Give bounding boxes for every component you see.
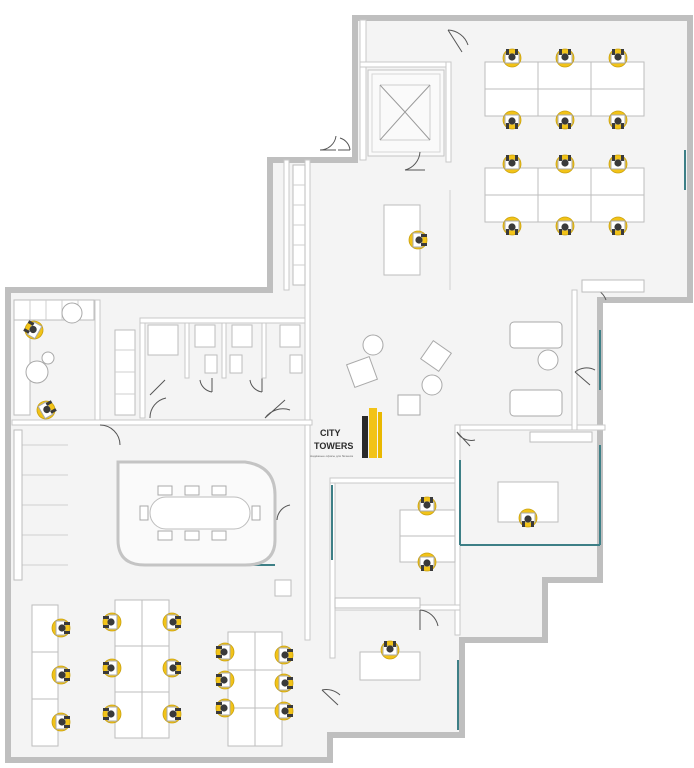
seated-person [555,48,575,68]
logo-line2: TOWERS [314,441,353,451]
seated-person [51,618,71,638]
seated-person [555,154,575,174]
floor-outline [5,15,693,763]
seated-person [215,670,235,690]
seated-person [51,665,71,685]
logo-bar-light [378,412,382,458]
pillar [274,579,292,597]
meeting-room [116,460,277,567]
seated-person [608,48,628,68]
seated-person [36,400,57,420]
seated-person [417,552,437,572]
logo-bar-yellow [369,408,377,458]
stair-block [367,69,445,157]
seated-person [23,320,44,340]
seated-person [162,704,182,724]
kitchen-area [13,299,95,416]
seated-person [274,645,294,665]
seated-person [102,704,122,724]
seated-person [555,110,575,130]
seated-person [608,110,628,130]
seated-person [274,673,294,693]
seated-person [502,110,522,130]
seated-person [408,230,428,250]
seated-person [380,640,400,660]
seated-person [274,701,294,721]
people [23,48,628,732]
lounge [334,279,645,609]
seated-person [102,658,122,678]
city-towers-logo: CITY TOWERS Надёжные офисы для бизнеса [310,408,382,458]
seated-person [215,642,235,662]
seated-person [555,216,575,236]
seated-person [502,154,522,174]
desk [497,481,559,523]
seated-person [502,48,522,68]
seated-person [51,712,71,732]
seated-person [102,612,122,632]
corridor-storage [292,164,451,290]
seated-person [518,508,538,528]
seated-person [608,154,628,174]
left-shelves [13,429,68,581]
seated-person [502,216,522,236]
seated-person [162,612,182,632]
seated-person [417,496,437,516]
desk [254,707,283,747]
logo-tagline: Надёжные офисы для бизнеса [310,454,353,458]
logo-line1: CITY [320,428,341,438]
seated-person [215,698,235,718]
restrooms [114,322,303,416]
logo-bar-dark [362,416,368,458]
seated-person [162,658,182,678]
seated-person [608,216,628,236]
